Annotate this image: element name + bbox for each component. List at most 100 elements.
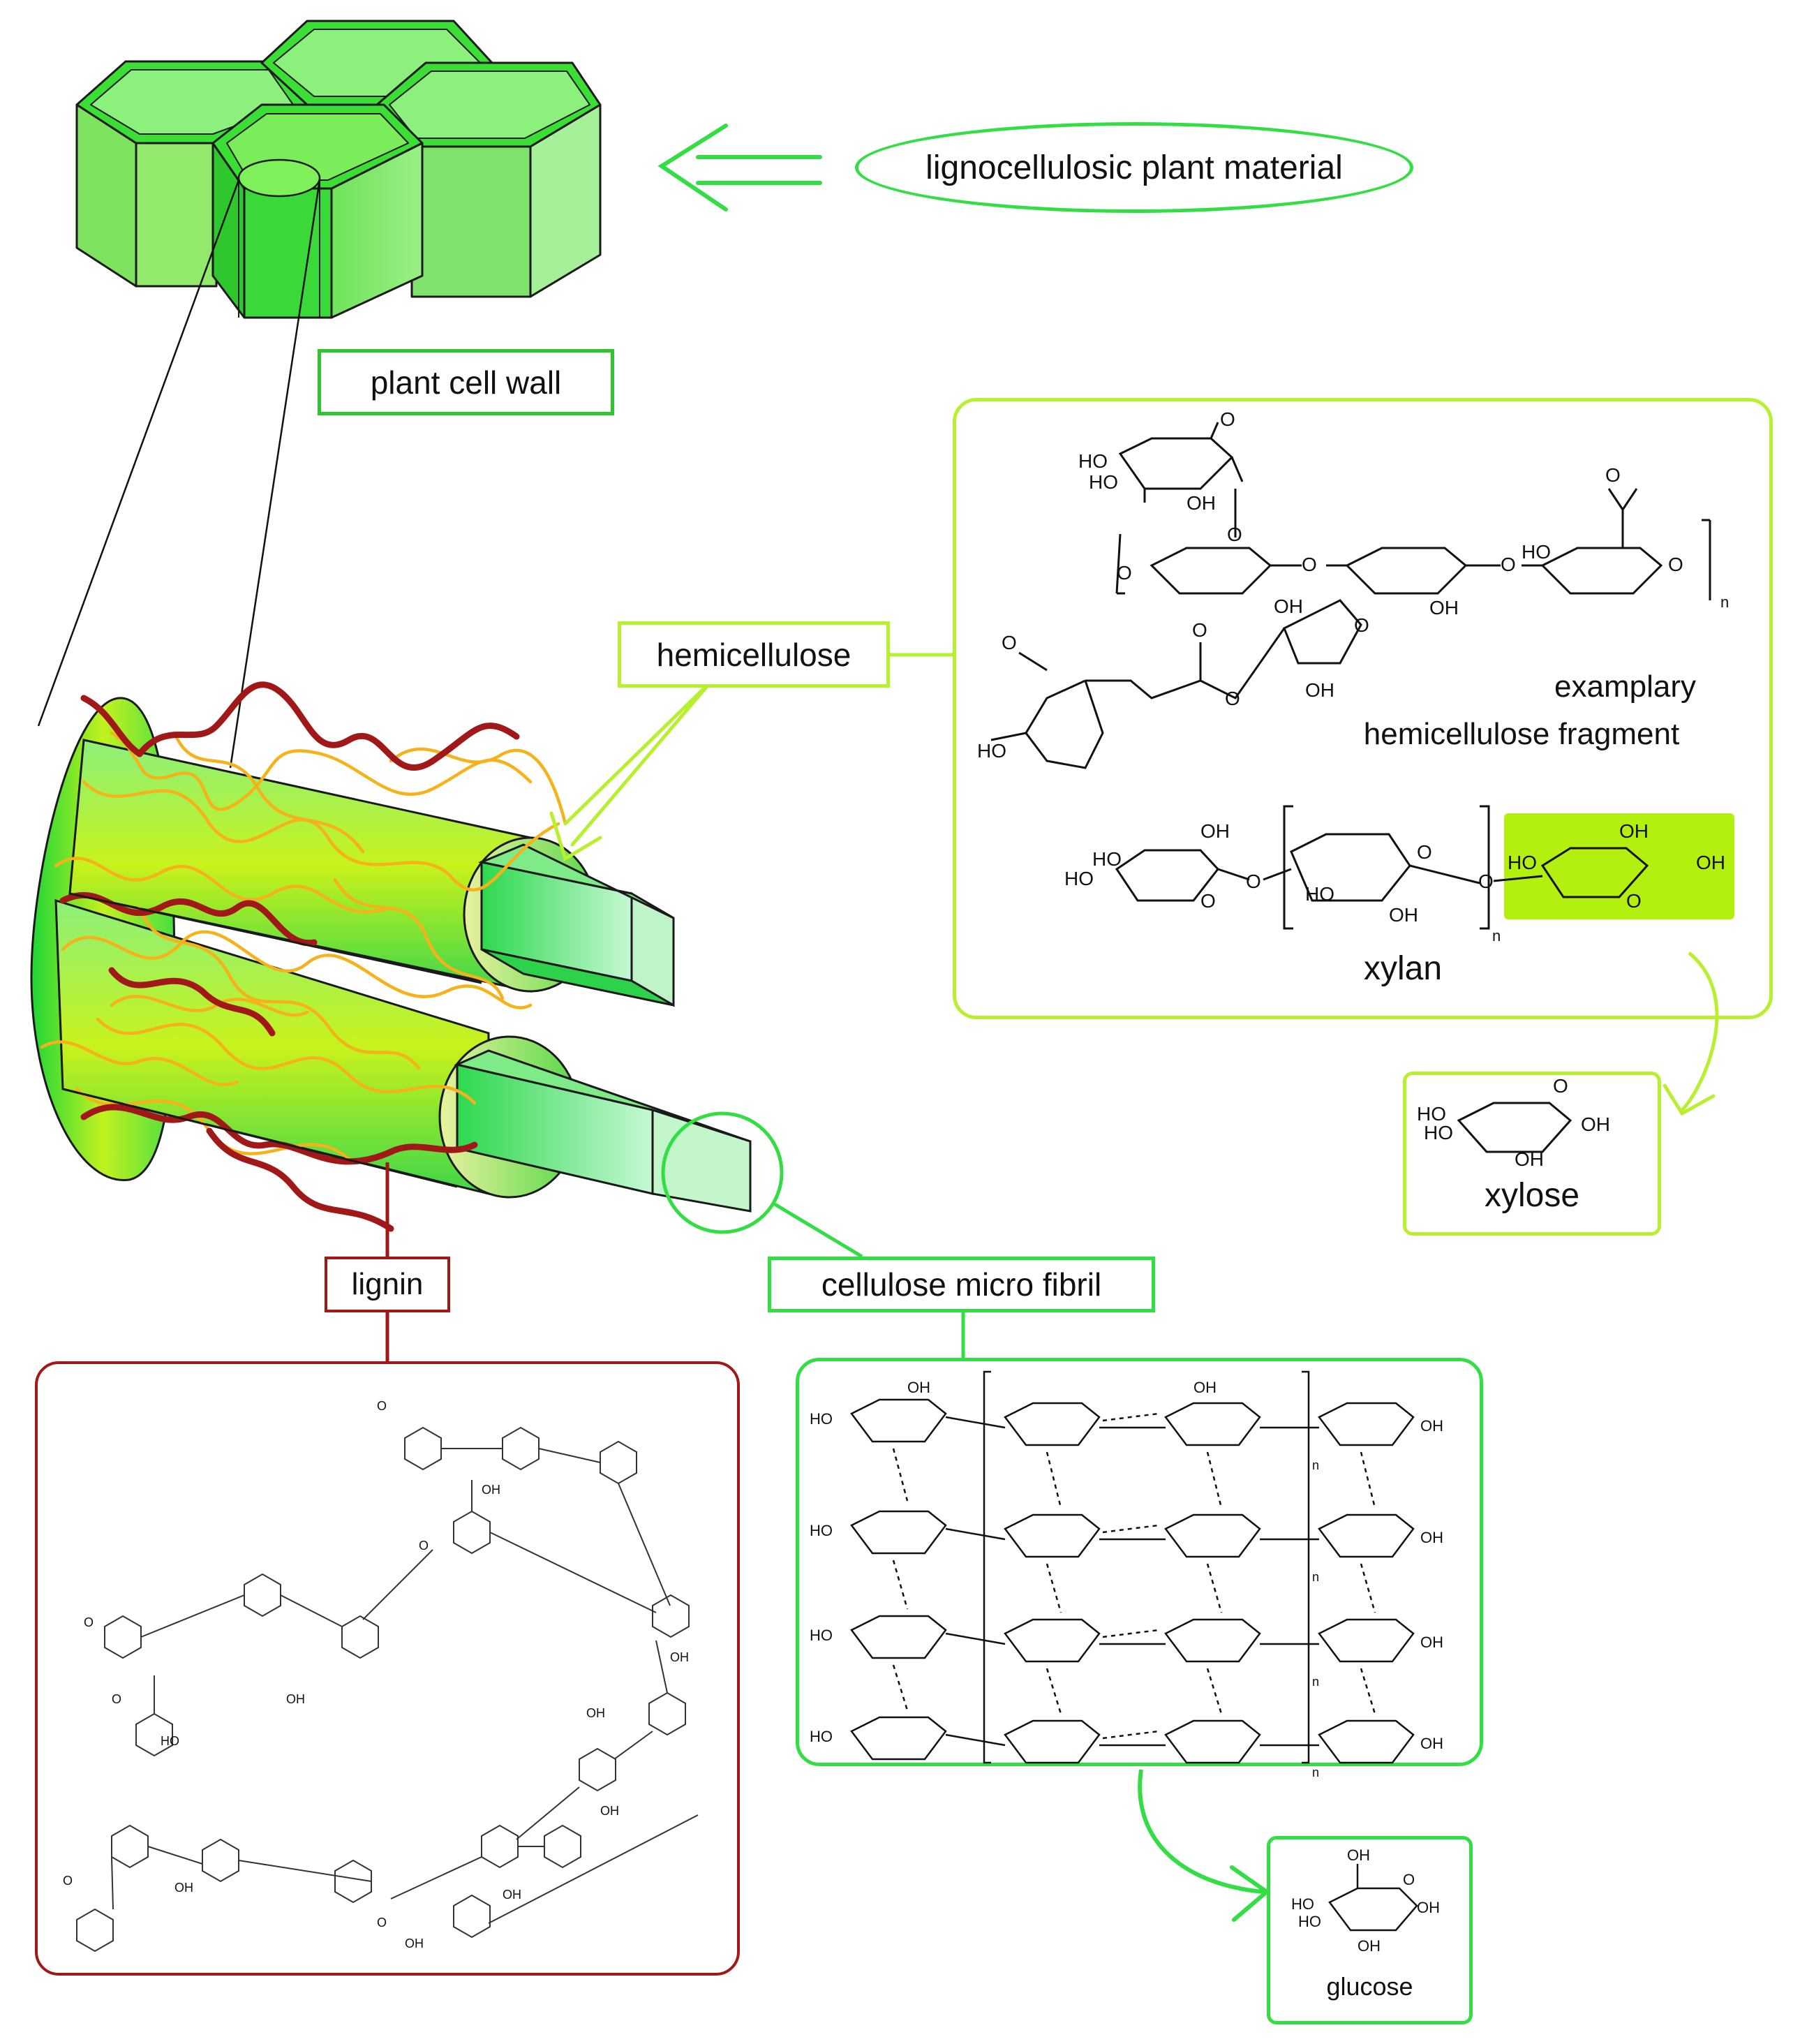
svg-text:O: O <box>1192 619 1207 641</box>
lignin-label: lignin <box>325 1257 450 1312</box>
svg-text:HO: HO <box>1424 1122 1453 1143</box>
hemicellulose-label: hemicellulose <box>618 621 890 688</box>
svg-text:HO: HO <box>161 1734 179 1748</box>
svg-text:O: O <box>1478 871 1494 892</box>
microfibril-highlight-circle <box>661 1111 784 1234</box>
arrow-to-glucose <box>1138 1769 1264 1894</box>
svg-text:O: O <box>1117 562 1132 584</box>
lignin-strands <box>59 681 520 1232</box>
cellulose-chain-row: HO OH OH OH <box>810 1379 1443 1446</box>
svg-text:O: O <box>377 1399 387 1413</box>
examplary-caption-line2: hemicellulose fragment <box>1363 717 1680 751</box>
svg-text:OH: OH <box>1347 1846 1370 1864</box>
cell-wall-label-text: plant cell wall <box>370 364 562 401</box>
cellulose-lattice-structure: HO OH OH OH HO OH HO OH HO OH <box>810 1370 1443 1779</box>
svg-text:OH: OH <box>1420 1735 1443 1752</box>
svg-text:OH: OH <box>1274 595 1303 617</box>
zoom-line-left <box>37 179 240 727</box>
svg-text:O: O <box>1227 524 1242 545</box>
arrow-to-xylose <box>1681 951 1719 1111</box>
svg-text:O: O <box>1417 841 1432 863</box>
svg-text:OH: OH <box>174 1881 193 1895</box>
cell-wall-label: plant cell wall <box>318 349 614 415</box>
svg-text:HO: HO <box>1064 868 1094 889</box>
svg-text:HO: HO <box>810 1410 833 1428</box>
svg-text:OH: OH <box>1420 1529 1443 1546</box>
xylose-structure: HO HO O OH OH <box>1417 1075 1610 1170</box>
svg-text:OH: OH <box>1619 820 1649 842</box>
svg-text:O: O <box>1200 890 1216 912</box>
svg-text:n: n <box>1312 1570 1319 1584</box>
svg-text:O: O <box>377 1916 387 1930</box>
svg-text:OH: OH <box>1358 1937 1381 1955</box>
svg-text:OH: OH <box>670 1650 689 1664</box>
svg-text:n: n <box>1720 593 1729 611</box>
cellulose-chain-row: HO OH <box>810 1615 1443 1663</box>
examplary-caption: examplary hemicellulose fragment <box>1326 663 1717 758</box>
cellulose-panel <box>796 1358 1483 1766</box>
svg-text:O: O <box>1220 408 1235 430</box>
svg-text:O: O <box>1225 688 1240 709</box>
svg-text:OH: OH <box>286 1692 305 1706</box>
svg-text:OH: OH <box>1389 904 1418 926</box>
cellulose-fibril-label-text: cellulose micro fibril <box>821 1266 1102 1303</box>
svg-text:OH: OH <box>1200 820 1230 842</box>
svg-text:HO: HO <box>1417 1103 1446 1125</box>
hemicellulose-fragment-structure: HO HO OH O O O O O HO OH O O n OH OH O O… <box>977 408 1729 769</box>
svg-text:HO: HO <box>977 740 1006 762</box>
svg-text:O: O <box>1668 554 1683 575</box>
glucose-label: glucose <box>1326 1972 1413 2001</box>
svg-text:HO: HO <box>1305 883 1334 905</box>
svg-text:HO: HO <box>1089 471 1118 493</box>
svg-text:O: O <box>1553 1075 1568 1097</box>
svg-text:O: O <box>1605 464 1621 486</box>
svg-text:O: O <box>1246 871 1261 892</box>
double-arrow-icon <box>657 124 822 212</box>
svg-text:OH: OH <box>1429 597 1459 619</box>
lignin-panel <box>35 1361 740 1976</box>
svg-text:OH: OH <box>1515 1148 1544 1170</box>
examplary-caption-line1: examplary <box>1554 669 1696 704</box>
svg-text:O: O <box>1403 1871 1415 1888</box>
lignocellulosic-label-text: lignocellulosic plant material <box>925 149 1343 186</box>
svg-text:OH: OH <box>1193 1379 1217 1396</box>
svg-text:HO: HO <box>810 1728 833 1745</box>
svg-text:OH: OH <box>1420 1417 1443 1435</box>
svg-text:OH: OH <box>482 1483 500 1497</box>
svg-text:OH: OH <box>1581 1113 1610 1135</box>
svg-text:n: n <box>1312 1458 1319 1472</box>
plant-cells <box>75 20 602 319</box>
svg-text:OH: OH <box>907 1379 930 1396</box>
svg-text:O: O <box>1501 554 1516 575</box>
connector-fibril <box>773 1202 863 1259</box>
svg-text:HO: HO <box>1291 1895 1314 1913</box>
svg-text:HO: HO <box>810 1522 833 1539</box>
svg-text:OH: OH <box>1420 1634 1443 1651</box>
svg-text:n: n <box>1312 1675 1319 1689</box>
svg-text:O: O <box>63 1874 73 1888</box>
lignin-label-text: lignin <box>351 1267 424 1301</box>
svg-text:O: O <box>1302 554 1317 575</box>
svg-text:n: n <box>1312 1765 1319 1779</box>
hemicellulose-label-text: hemicellulose <box>656 636 851 673</box>
svg-text:HO: HO <box>1078 450 1108 472</box>
lignocellulosic-label: lignocellulosic plant material <box>855 122 1413 213</box>
hemicellulose-pointer <box>549 679 714 861</box>
svg-text:HO: HO <box>810 1627 833 1644</box>
fiber-bundle <box>30 681 752 1232</box>
svg-text:OH: OH <box>600 1804 619 1818</box>
svg-text:n: n <box>1492 927 1501 945</box>
xylose-panel <box>1403 1072 1661 1236</box>
svg-text:OH: OH <box>1417 1899 1440 1916</box>
svg-text:HO: HO <box>1522 541 1551 563</box>
svg-text:OH: OH <box>586 1706 605 1720</box>
svg-text:O: O <box>1002 632 1017 653</box>
svg-text:O: O <box>112 1692 121 1706</box>
svg-text:OH: OH <box>1187 492 1216 514</box>
lignin-structure: O OH O OH OH OH O O HO OH OH O OH O OH <box>63 1399 699 1953</box>
hemicellulose-panel <box>953 398 1773 1019</box>
svg-text:O: O <box>1354 614 1369 636</box>
svg-text:O: O <box>419 1539 429 1553</box>
